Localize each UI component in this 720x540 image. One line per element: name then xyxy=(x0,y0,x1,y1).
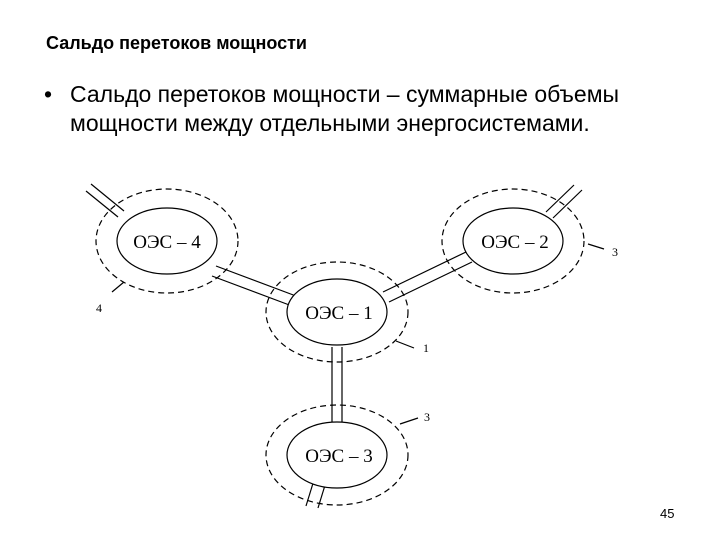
callout-4: 4 xyxy=(96,301,102,315)
leader-1 xyxy=(395,340,415,349)
slide-title: Сальдо перетоков мощности xyxy=(46,33,307,53)
page-number: 45 xyxy=(660,506,675,521)
bullet-item: • Сальдо перетоков мощности – суммарные … xyxy=(44,80,664,138)
node-oes4-label: ОЭС – 4 xyxy=(133,232,201,253)
external-stub-oes2 xyxy=(545,184,583,219)
node-oes2 xyxy=(441,188,585,294)
leader-3-bottom xyxy=(399,417,419,425)
node-oes1-label: ОЭС – 1 xyxy=(305,303,372,324)
external-stub-oes4 xyxy=(85,183,125,218)
link-oes4-oes1 xyxy=(211,265,297,307)
node-oes2-label: ОЭС – 2 xyxy=(481,232,548,253)
callout-1: 1 xyxy=(423,341,429,355)
node-oes3-label: ОЭС – 3 xyxy=(305,446,372,467)
node-oes1 xyxy=(265,261,409,363)
leader-3-top xyxy=(587,243,605,250)
bullet-marker: • xyxy=(44,81,53,107)
link-oes2-oes1 xyxy=(382,251,473,303)
leader-4 xyxy=(111,281,125,293)
node-oes4 xyxy=(95,188,239,294)
bullet-text: Сальдо перетоков мощности – суммарные об… xyxy=(70,81,620,136)
node-oes3 xyxy=(265,404,409,506)
callout-3-top: 3 xyxy=(612,245,618,259)
link-oes1-oes3 xyxy=(331,347,343,426)
callout-3-bottom: 3 xyxy=(424,410,430,424)
